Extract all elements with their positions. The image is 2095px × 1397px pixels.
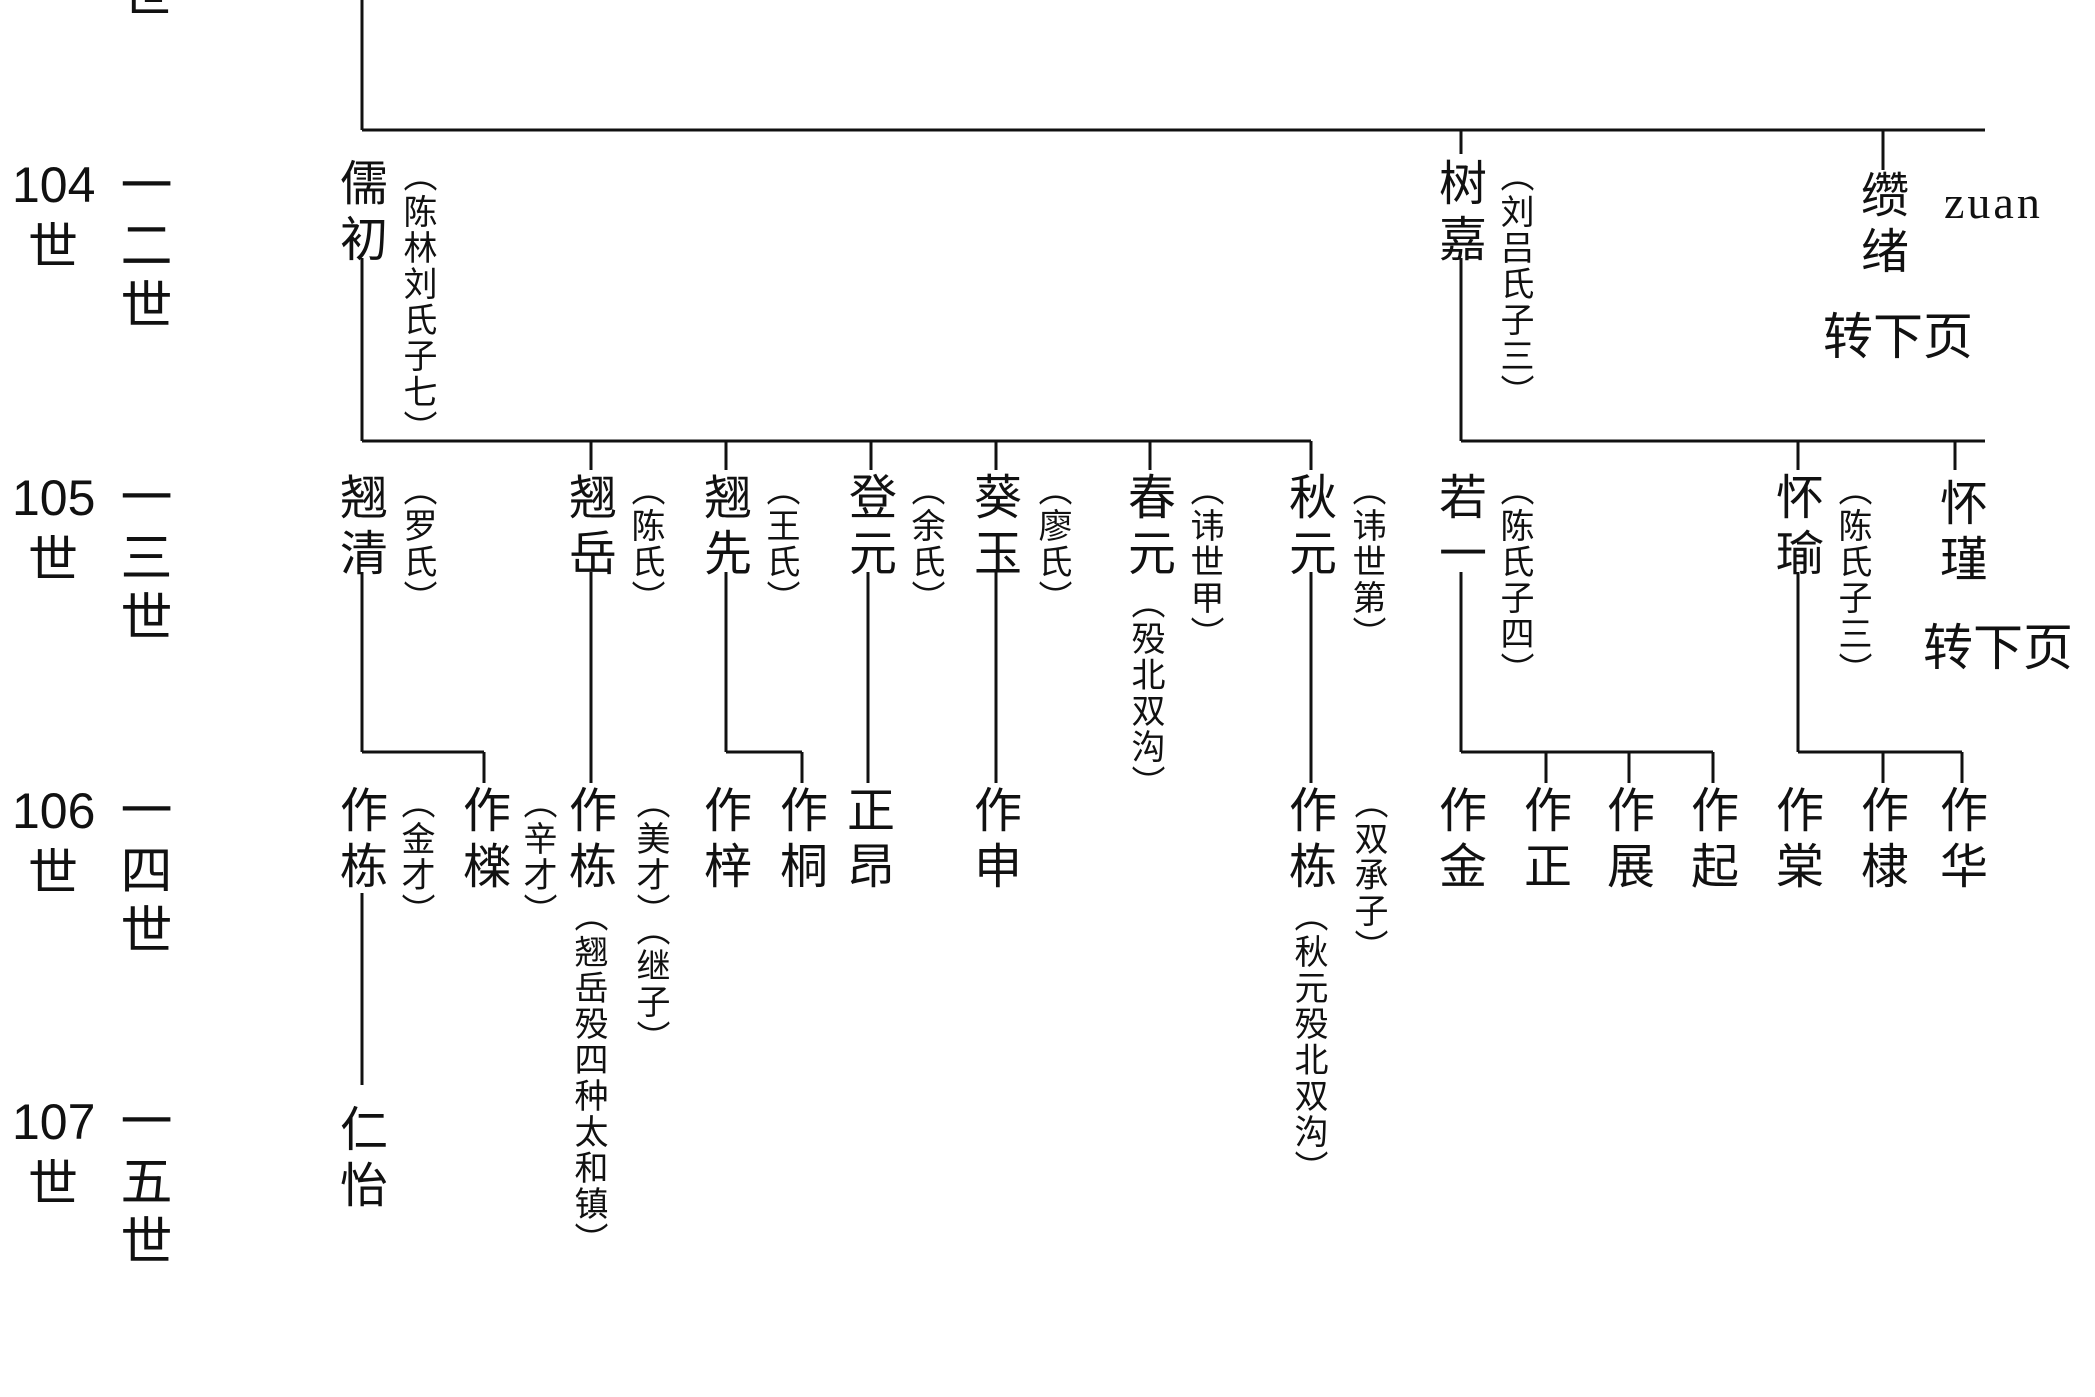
note-kuiyu: （廖氏） (1032, 472, 1072, 616)
continued-next-page-huaijin: 转下页 (1923, 619, 2073, 677)
gen-number: 106 (12, 783, 96, 839)
person-zhengang: 正昂 (838, 785, 894, 897)
continued-next-page-zuanxu: 转下页 (1823, 308, 1973, 366)
top-note-fragment: ） (397, 0, 437, 24)
note-huaiyu: （陈氏子三） (1832, 472, 1872, 688)
gen-shi: 世 (28, 1155, 78, 1213)
person-zuoli: 作檪 (454, 785, 510, 897)
note-xincai: （辛才） (517, 785, 557, 929)
gen-shi: 世 (28, 844, 78, 902)
note-dengyuan: （余氏） (905, 472, 945, 616)
person-ruchu: 儒初 (331, 158, 387, 270)
person-zuotong: 作桐 (771, 785, 827, 897)
note-qixian: （王氏） (760, 472, 800, 616)
person-zuotang: 作棠 (1767, 785, 1823, 897)
person-qiuyuan: 秋元 (1280, 472, 1336, 584)
gen-number: 105 (12, 470, 96, 526)
note-ruoyi: （陈氏子四） (1494, 472, 1534, 688)
gen-ordinal: 一二世 (111, 158, 171, 338)
gen-ordinal: 一三世 (111, 470, 171, 650)
gen-number: 107 (12, 1094, 96, 1150)
note-meicai-jizi: （美才）（继子） (630, 785, 670, 1056)
person-zuozhan: 作展 (1598, 785, 1654, 897)
person-qiqing: 翘清 (331, 472, 387, 584)
note-zuodong-2: （翘岳殁四种太和镇） (568, 898, 608, 1258)
note-shujia: （刘吕氏子三） (1494, 158, 1534, 410)
gen-shi: 世 (28, 531, 78, 589)
gen-shi: 世 (28, 218, 78, 276)
person-zuohua: 作华 (1931, 785, 1987, 897)
note-shuangchengzi: （双承子） (1348, 785, 1388, 965)
gen-ordinal: 一五世 (111, 1094, 171, 1274)
note-qiqing: （罗氏） (397, 472, 437, 616)
note-ruchu: （陈林刘氏子七） (397, 158, 437, 446)
person-renyi: 仁怡 (331, 1104, 387, 1216)
person-zuanxu: 缵绪 (1852, 170, 1908, 282)
person-dengyuan: 登元 (840, 472, 896, 584)
person-zuodong-2: 作栋 (560, 785, 616, 897)
person-zuodong-1: 作栋 (331, 785, 387, 897)
person-qiyue: 翘岳 (560, 472, 616, 584)
person-zuojin: 作金 (1430, 785, 1486, 897)
person-qixian: 翘先 (695, 472, 751, 584)
note-zuodong-1: （金才） (395, 785, 435, 929)
top-gen-fragment: 世 (122, 0, 172, 20)
person-zuoqi: 作起 (1682, 785, 1738, 897)
person-huaijin: 怀瑾 (1931, 478, 1987, 590)
person-zuozi: 作梓 (695, 785, 751, 897)
person-ruoyi: 若一 (1430, 472, 1486, 584)
person-shujia: 树嘉 (1430, 158, 1486, 270)
person-zuoshen: 作申 (965, 785, 1021, 897)
person-huaiyu: 怀瑜 (1767, 472, 1823, 584)
note-zuodong-3: （秋元殁北双沟） (1288, 898, 1328, 1186)
note-chunyuan: （殁北双沟） (1125, 585, 1165, 801)
pinyin-zuan: zuan (1944, 177, 2043, 228)
note2-chunyuan: （讳世甲） (1184, 472, 1224, 652)
gen-ordinal: 一四世 (111, 783, 171, 963)
note-qiyue: （陈氏） (625, 472, 665, 616)
person-zuodong-3: 作栋 (1280, 785, 1336, 897)
person-zuozheng: 作正 (1515, 785, 1571, 897)
person-kuiyu: 葵玉 (965, 472, 1021, 584)
person-zuodi: 作棣 (1852, 785, 1908, 897)
gen-number: 104 (12, 157, 96, 213)
person-chunyuan: 春元 (1119, 472, 1175, 584)
note-qiuyuan: （讳世第） (1346, 472, 1386, 652)
